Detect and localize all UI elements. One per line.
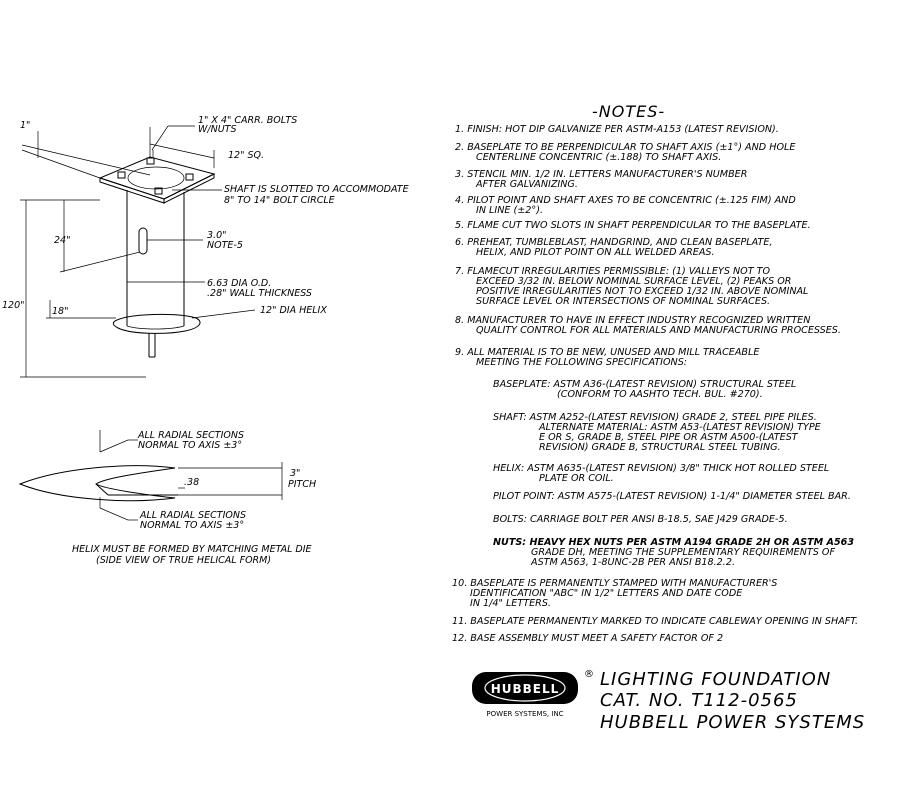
note-line: 8. MANUFACTURER TO HAVE IN EFFECT INDUST… bbox=[455, 315, 810, 326]
carriage-bolts bbox=[117, 150, 194, 195]
note-line: (CONFORM TO AASHTO TECH. BUL. #270). bbox=[557, 389, 763, 400]
label-3-inch: 3.0" bbox=[207, 230, 226, 241]
notes-header: -NOTES- bbox=[592, 102, 665, 121]
baseplate-edge-side bbox=[163, 173, 215, 204]
note-line: E OR S, GRADE B, STEEL PIPE OR ASTM A500… bbox=[539, 432, 799, 443]
helix-plate bbox=[112, 313, 201, 334]
helix-detail bbox=[18, 430, 283, 521]
note-line: NUTS: HEAVY HEX NUTS PER ASTM A194 GRADE… bbox=[493, 537, 854, 548]
label-carr-bolts: 1" X 4" CARR. BOLTS bbox=[198, 115, 297, 126]
note-line: 4. PILOT POINT AND SHAFT AXES TO BE CONC… bbox=[455, 195, 796, 206]
note-line: GRADE DH, MEETING THE SUPPLEMENTARY REQU… bbox=[531, 547, 835, 558]
title-line-2: CAT. NO. T112-0565 bbox=[600, 690, 798, 711]
note-line: QUALITY CONTROL FOR ALL MATERIALS AND MA… bbox=[476, 325, 841, 336]
note-line: MEETING THE FOLLOWING SPECIFICATIONS: bbox=[476, 357, 687, 368]
note-line: REVISION) GRADE B, STRUCTURAL STEEL TUBI… bbox=[539, 442, 781, 453]
helix-caption-1: HELIX MUST BE FORMED BY MATCHING METAL D… bbox=[72, 544, 312, 555]
note-line: EXCEED 3/32 IN. BELOW NOMINAL SURFACE LE… bbox=[476, 276, 791, 287]
note-line: IDENTIFICATION "ABC" IN 1/2" LETTERS AND… bbox=[470, 588, 743, 599]
baseplate bbox=[98, 156, 216, 200]
dim-1-inch: 1" bbox=[20, 120, 30, 131]
logo-text: HUBBELL bbox=[491, 682, 560, 696]
title-line-3: HUBBELL POWER SYSTEMS bbox=[600, 712, 865, 733]
note-line: 5. FLAME CUT TWO SLOTS IN SHAFT PERPENDI… bbox=[455, 220, 811, 231]
baseplate-edge-front bbox=[99, 177, 165, 204]
title-line-1: LIGHTING FOUNDATION bbox=[600, 669, 831, 690]
label-slot-2: 8" TO 14" BOLT CIRCLE bbox=[224, 195, 335, 206]
helix-radial-top-1: ALL RADIAL SECTIONS bbox=[137, 430, 244, 441]
note-line: SHAFT: ASTM A252-(LATEST REVISION) GRADE… bbox=[493, 412, 817, 423]
label-wall: .28" WALL THICKNESS bbox=[207, 288, 312, 299]
note-line: 1. FINISH: HOT DIP GALVANIZE PER ASTM-A1… bbox=[455, 124, 779, 135]
label-12-sq: 12" SQ. bbox=[228, 150, 264, 161]
helix-pitch-label: PITCH bbox=[288, 479, 316, 490]
note-line: HELIX, AND PILOT POINT ON ALL WELDED ARE… bbox=[476, 247, 715, 258]
note-line: BOLTS: CARRIAGE BOLT PER ANSI B-18.5, SA… bbox=[493, 514, 788, 525]
helix-caption-2: (SIDE VIEW OF TRUE HELICAL FORM) bbox=[96, 555, 271, 566]
logo-badge bbox=[472, 672, 578, 704]
note-line: 7. FLAMECUT IRREGULARITIES PERMISSIBLE: … bbox=[455, 266, 770, 277]
note-line: ALTERNATE MATERIAL: ASTM A53-(LATEST REV… bbox=[538, 422, 822, 433]
note-line: SURFACE LEVEL OR INTERSECTIONS OF NOMINA… bbox=[476, 296, 770, 307]
registered-mark: ® bbox=[584, 669, 594, 680]
note-line: 6. PREHEAT, TUMBLEBLAST, HANDGRIND, AND … bbox=[455, 237, 773, 248]
note-line: HELIX: ASTM A635-(LATEST REVISION) 3/8" … bbox=[493, 463, 829, 474]
label-od: 6.63 DIA O.D. bbox=[207, 278, 271, 289]
note-line: PILOT POINT: ASTM A575-(LATEST REVISION)… bbox=[493, 491, 851, 502]
label-slot-1: SHAFT IS SLOTTED TO ACCOMMODATE bbox=[224, 184, 409, 195]
bolt-circle bbox=[127, 166, 185, 190]
label-wnuts: W/NUTS bbox=[198, 124, 237, 135]
note-line: 12. BASE ASSEMBLY MUST MEET A SAFETY FAC… bbox=[452, 633, 723, 644]
helix-radial-bot-1: ALL RADIAL SECTIONS bbox=[139, 510, 246, 521]
dim-120-inch: 120" bbox=[2, 300, 25, 311]
dim-18-inch: 18" bbox=[52, 306, 68, 317]
foundation-elevation bbox=[98, 150, 216, 358]
main-dimensions bbox=[20, 125, 256, 378]
note-line: AFTER GALVANIZING. bbox=[475, 179, 578, 190]
note-line: 9. ALL MATERIAL IS TO BE NEW, UNUSED AND… bbox=[455, 347, 760, 358]
shaft-slot bbox=[138, 227, 148, 255]
note-line: IN 1/4" LETTERS. bbox=[470, 598, 551, 609]
note-line: 3. STENCIL MIN. 1/2 IN. LETTERS MANUFACT… bbox=[455, 169, 747, 180]
note-line: ASTM A563, 1-8UNC-2B PER ANSI B18.2.2. bbox=[530, 557, 735, 568]
note-line: PLATE OR COIL. bbox=[539, 473, 614, 484]
helix-thickness: .38 bbox=[184, 477, 199, 488]
helix-radial-top-2: NORMAL TO AXIS ±3° bbox=[138, 440, 242, 451]
note-line: POSITIVE IRREGULARITIES NOT TO EXCEED 1/… bbox=[476, 286, 808, 297]
note-line: 11. BASEPLATE PERMANENTLY MARKED TO INDI… bbox=[452, 616, 858, 627]
helix-pitch-3: 3" bbox=[290, 468, 300, 479]
note-line: BASEPLATE: ASTM A36-(LATEST REVISION) ST… bbox=[493, 379, 796, 390]
note-line: 10. BASEPLATE IS PERMANENTLY STAMPED WIT… bbox=[452, 578, 777, 589]
helix-radial-bot-2: NORMAL TO AXIS ±3° bbox=[140, 520, 244, 531]
note-line: 2. BASEPLATE TO BE PERPENDICULAR TO SHAF… bbox=[455, 142, 796, 153]
dim-24-inch: 24" bbox=[54, 235, 70, 246]
label-helix: 12" DIA HELIX bbox=[260, 305, 327, 316]
note-line: IN LINE (±2°). bbox=[476, 205, 543, 216]
label-note-5: NOTE-5 bbox=[207, 240, 243, 251]
hubbell-logo: HUBBELL ® POWER SYSTEMS, INC bbox=[472, 669, 594, 718]
logo-subtitle: POWER SYSTEMS, INC bbox=[486, 710, 563, 718]
notes-list: 1. FINISH: HOT DIP GALVANIZE PER ASTM-A1… bbox=[452, 124, 858, 644]
note-line: CENTERLINE CONCENTRIC (±.188) TO SHAFT A… bbox=[476, 152, 721, 163]
